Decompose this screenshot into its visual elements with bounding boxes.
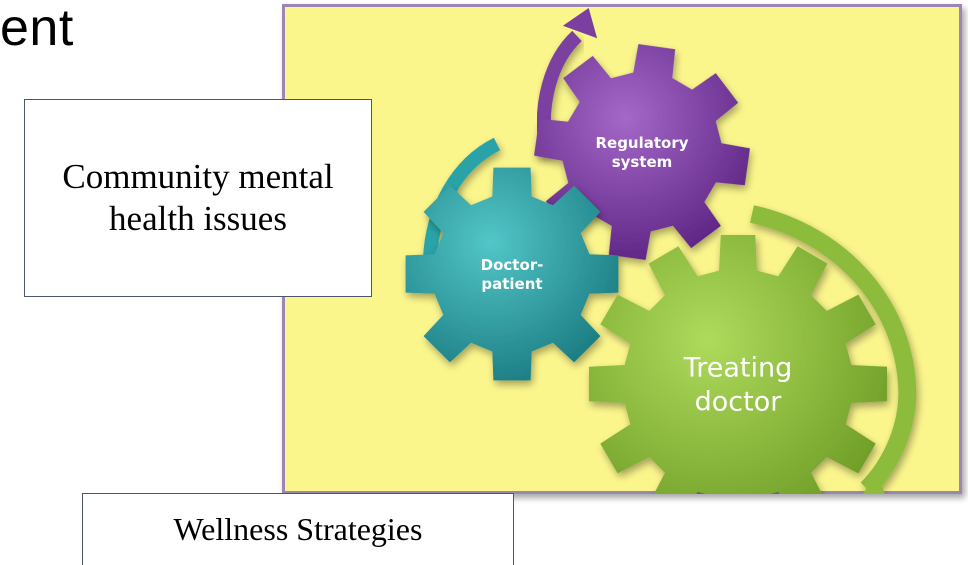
doctor-patient-gear: Doctor-patient bbox=[405, 167, 619, 381]
regulatory-gear-label-line: Regulatory bbox=[595, 134, 688, 152]
treating-doctor-gear-shape bbox=[589, 235, 887, 494]
doctor-patient-gear-label-line: Doctor- bbox=[481, 256, 544, 274]
slide-heading-fragment: ent bbox=[0, 0, 74, 57]
green-arrow-shaft bbox=[750, 205, 917, 494]
green-arrow bbox=[750, 205, 917, 494]
regulatory-gear-label-line: system bbox=[612, 153, 673, 171]
community-mental-health-callout: Community mental health issues bbox=[24, 99, 372, 297]
treating-doctor-gear-label-line: doctor bbox=[695, 386, 783, 417]
green-arrow-head bbox=[850, 472, 891, 494]
treating-doctor-gear-label-line: Treating bbox=[683, 352, 793, 383]
doctor-patient-gear-label-line: patient bbox=[481, 275, 542, 293]
purple-arrow-head bbox=[562, 8, 598, 39]
doctor-patient-gear-shape bbox=[405, 167, 619, 381]
gear-cycle-diagram: RegulatorysystemDoctor-patientTreatingdo… bbox=[405, 8, 917, 494]
wellness-strategies-callout: Wellness Strategies bbox=[82, 493, 514, 565]
community-callout-text: Community mental health issues bbox=[62, 157, 334, 238]
wellness-callout-text: Wellness Strategies bbox=[173, 511, 423, 547]
